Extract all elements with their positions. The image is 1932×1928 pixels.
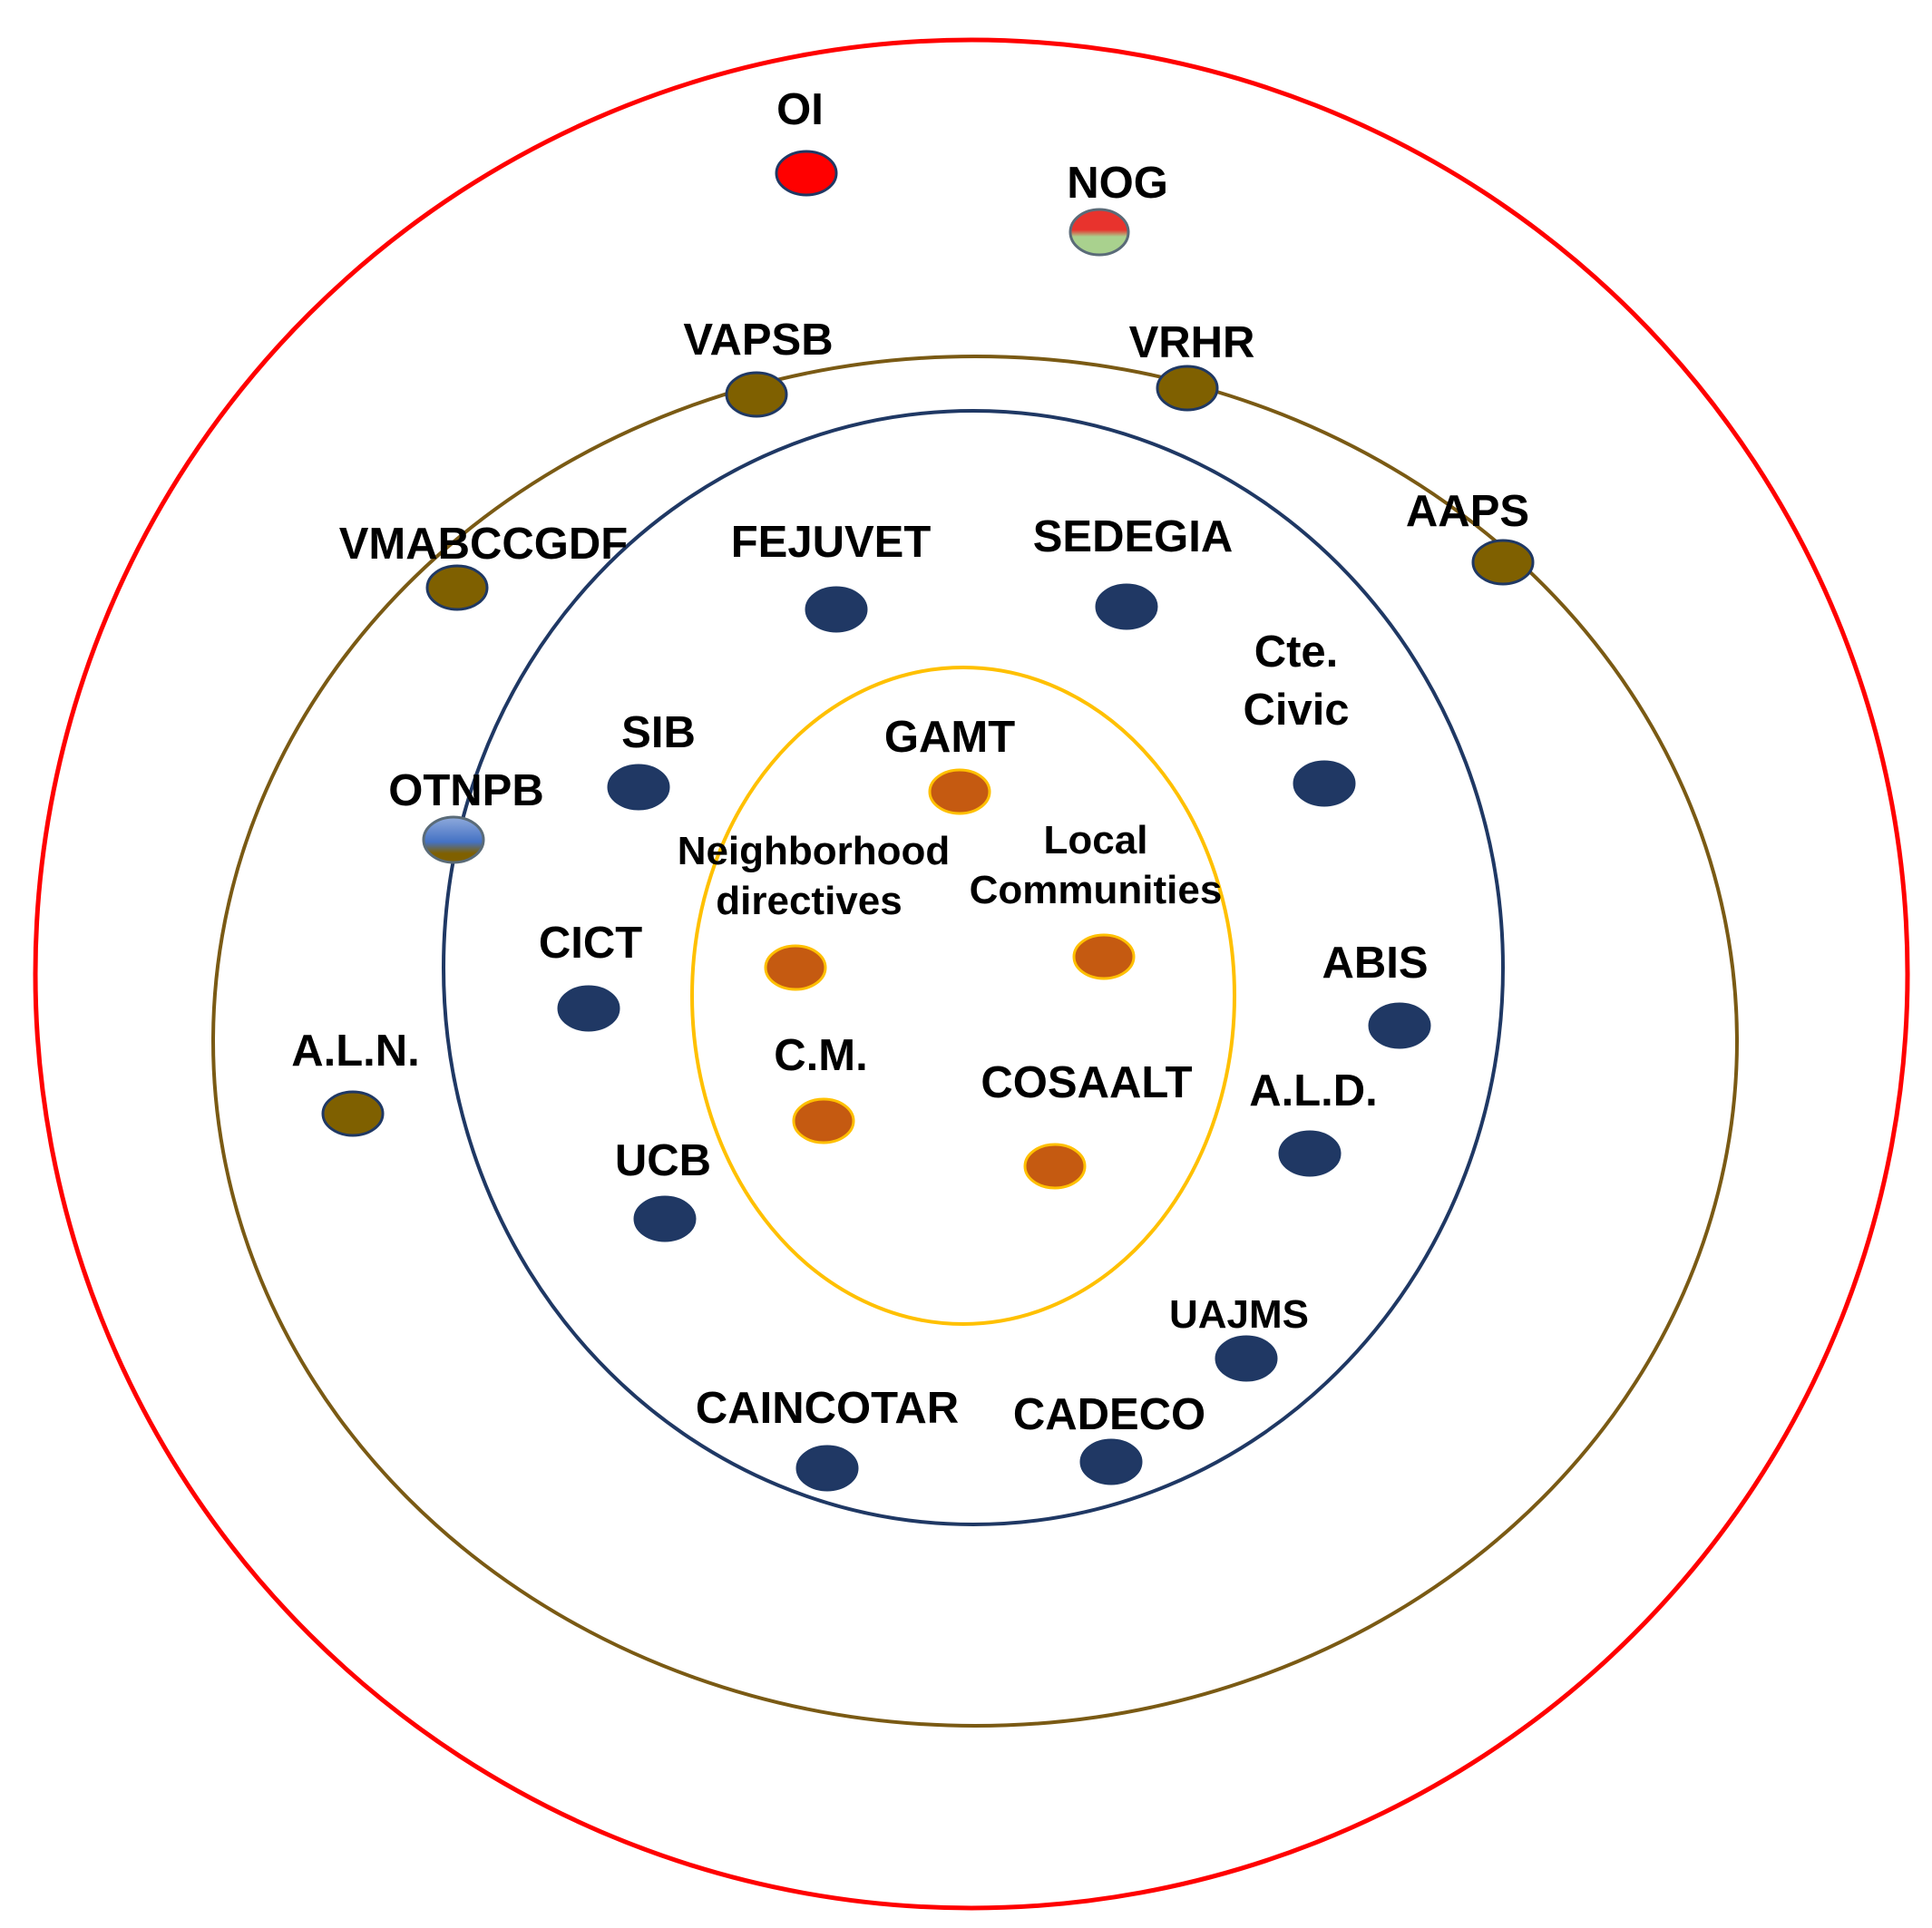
label-otnpb: OTNPB (388, 766, 544, 815)
label-neighborhood-line2: directives (716, 879, 902, 923)
label-vapsb: VAPSB (683, 316, 833, 365)
label-vmabccgdf: VMABCCGDF (339, 520, 628, 569)
label-cosaalt: COSAALT (981, 1058, 1192, 1107)
label-sedegia: SEDEGIA (1033, 512, 1234, 561)
node-cm-dot (792, 1097, 855, 1144)
label-uajms: UAJMS (1169, 1292, 1309, 1337)
middle-ring (211, 355, 1739, 1728)
node-gamt-dot (928, 768, 991, 815)
node-otnpb-dot (422, 815, 485, 864)
node-aaps-dot (1471, 539, 1535, 586)
label-oi: OI (776, 85, 824, 134)
label-cte-civic-line1: Cte. (1254, 628, 1339, 677)
node-ald-dot (1278, 1130, 1342, 1177)
node-caincotar-dot (795, 1445, 859, 1492)
label-neighborhood-line1: Neighborhood (678, 829, 951, 873)
node-cict-dot (557, 985, 620, 1032)
node-aln-dot (321, 1090, 385, 1137)
label-gamt: GAMT (884, 713, 1015, 762)
label-cm: C.M. (774, 1031, 867, 1080)
label-cict: CICT (539, 919, 642, 968)
inner-ring (442, 409, 1505, 1526)
label-sib: SIB (621, 708, 696, 757)
label-abis: ABIS (1322, 939, 1428, 988)
label-cte-civic-line2: Civic (1243, 686, 1349, 735)
label-local-line1: Local (1044, 818, 1148, 862)
node-sedegia-dot (1095, 583, 1158, 630)
node-nog-dot (1068, 208, 1130, 257)
label-local-line2: Communities (970, 868, 1223, 912)
label-nog: NOG (1067, 159, 1168, 208)
node-local-communities-dot (1072, 933, 1136, 980)
node-neighborhood-dot (764, 944, 827, 991)
node-oi-dot (775, 150, 838, 197)
node-fejuvet-dot (805, 586, 868, 633)
node-sib-dot (607, 764, 670, 811)
label-aaps: AAPS (1406, 487, 1529, 536)
label-vrhr: VRHR (1129, 318, 1255, 367)
node-vrhr-dot (1156, 365, 1219, 412)
outer-ring (33, 37, 1910, 1911)
node-cadeco-dot (1079, 1438, 1143, 1485)
label-ucb: UCB (615, 1136, 711, 1185)
node-abis-dot (1368, 1002, 1431, 1049)
node-uajms-dot (1215, 1335, 1278, 1382)
label-fejuvet: FEJUVET (731, 518, 932, 567)
label-caincotar: CAINCOTAR (696, 1384, 959, 1433)
core-ellipse (690, 666, 1236, 1326)
node-vmabccgdf-dot (425, 564, 489, 611)
label-ald: A.L.D. (1249, 1066, 1378, 1115)
node-vapsb-dot (725, 371, 788, 418)
node-cosaalt-dot (1023, 1143, 1087, 1190)
label-aln: A.L.N. (291, 1027, 420, 1076)
node-cte-civic-dot (1293, 760, 1356, 807)
node-ucb-dot (633, 1195, 697, 1242)
label-cadeco: CADECO (1013, 1390, 1205, 1439)
